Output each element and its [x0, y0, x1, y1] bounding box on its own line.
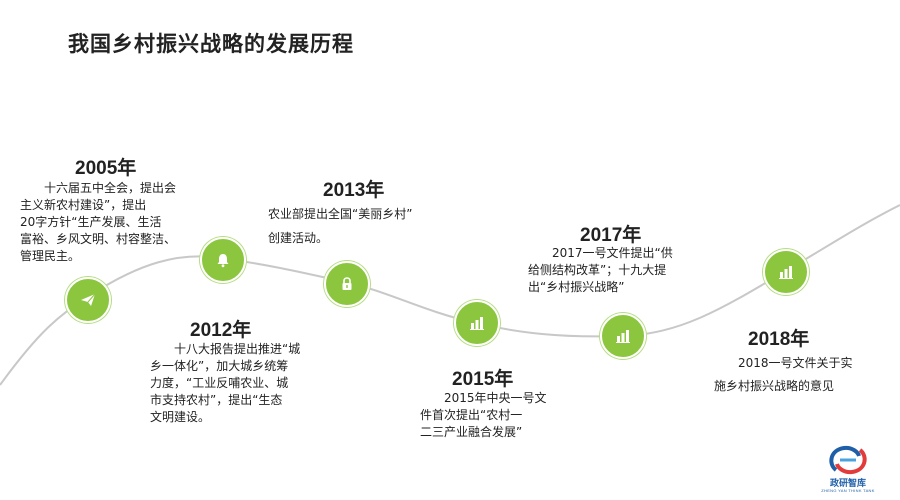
milestone-2015-node	[454, 300, 500, 346]
milestone-2018-year: 2018年	[748, 329, 810, 350]
milestone-2015-text: 2015年中央一号文 件首次提出“农村一 二三产业融合发展”	[420, 391, 547, 439]
milestone-2013-year: 2013年	[323, 180, 385, 201]
brand-logo: 政研智库 ZHENG YAN THINK TANK	[818, 442, 878, 496]
bar-chart-icon	[470, 317, 484, 330]
logo-subtitle: ZHENG YAN THINK TANK	[821, 488, 875, 493]
bell-icon	[217, 254, 229, 268]
milestone-2013-node	[324, 261, 370, 307]
milestone-2018-node	[763, 249, 809, 295]
page-title: 我国乡村振兴战略的发展历程	[68, 32, 354, 56]
milestone-2013-text: 农业部提出全国“美丽乡村” 创建活动。	[268, 207, 413, 245]
milestone-2017-text: 2017一号文件提出“供 给侧结构改革”；十九大提 出“乡村振兴战略”	[528, 246, 673, 294]
milestone-2005-text: 十六届五中全会，提出会 主义新农村建设”，提出 20字方针“生产发展、生活 富裕…	[20, 181, 177, 263]
milestone-2005-year: 2005年	[75, 158, 137, 179]
logo-mark-icon	[829, 445, 867, 475]
lock-icon	[342, 277, 352, 290]
bar-chart-icon	[616, 330, 630, 343]
milestone-2018-text: 2018一号文件关于实 施乡村振兴战略的意见	[714, 356, 853, 393]
milestone-2012-text: 十八大报告提出推进“城 乡一体化”，加大城乡统筹 力度，“工业反哺农业、城 市支…	[150, 342, 301, 424]
bar-chart-icon	[779, 266, 793, 279]
milestone-2012-year: 2012年	[190, 320, 252, 341]
milestone-2012-node	[200, 237, 246, 283]
milestone-2015-year: 2015年	[452, 369, 514, 390]
paper-plane-icon	[81, 293, 96, 306]
milestone-2017-year: 2017年	[580, 225, 642, 246]
milestone-2017-node	[600, 313, 646, 359]
logo-name: 政研智库	[829, 478, 866, 488]
milestone-2005-node	[65, 277, 111, 323]
